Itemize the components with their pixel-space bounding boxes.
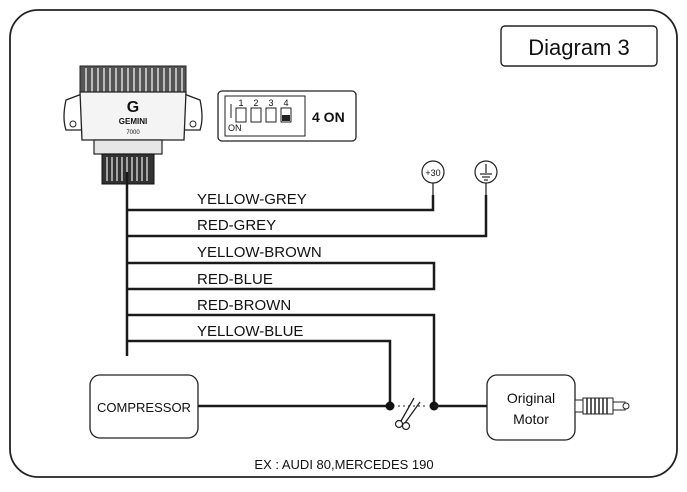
wire-label-red-brown: RED-BROWN [197, 297, 291, 314]
dip-number-4: 4 [283, 98, 288, 108]
motor-label-line1: Original [507, 390, 555, 406]
diagram-title-box: Diagram 3 [500, 25, 658, 67]
dip-switch-3 [265, 107, 277, 123]
compressor-box: COMPRESSOR [89, 374, 199, 439]
wire-label-red-grey: RED-GREY [197, 217, 276, 234]
wire-label-yellow-brown: YELLOW-BROWN [197, 244, 322, 261]
dip-switch: 1 2 3 4 ON 4 ON [217, 90, 357, 142]
dip-number-2: 2 [253, 98, 258, 108]
scissors-icon [394, 397, 426, 431]
dip-switch-2 [250, 107, 262, 123]
junction-compressor-side [385, 401, 395, 411]
plus30-terminal: +30 [421, 160, 445, 195]
wire-label-red-blue: RED-BLUE [197, 271, 273, 288]
dip-number-1: 1 [238, 98, 243, 108]
plus30-label: +30 [425, 168, 440, 178]
footnote: EX : AUDI 80,MERCEDES 190 [254, 457, 433, 472]
dip-number-3: 3 [268, 98, 273, 108]
compressor-label: COMPRESSOR [97, 400, 191, 415]
controller-brand: GEMINI [119, 117, 147, 126]
controller-logo-letter: G [127, 99, 139, 116]
controller-model: 7000 [126, 130, 140, 136]
dip-on-mark: ON [228, 123, 242, 133]
wire-label-yellow-blue: YELLOW-BLUE [197, 323, 303, 340]
original-motor-box: Original Motor [486, 374, 576, 441]
dip-setting-label: 4 ON [312, 109, 345, 125]
diagram-title: Diagram 3 [528, 35, 629, 60]
ground-icon [474, 160, 498, 195]
motor-label-line2: Motor [513, 411, 549, 427]
motor-shaft-icon [574, 397, 630, 415]
dip-switch-1 [235, 107, 247, 123]
gemini-controller-icon: G GEMINI 7000 [63, 65, 203, 185]
wire-label-yellow-grey: YELLOW-GREY [197, 191, 307, 208]
